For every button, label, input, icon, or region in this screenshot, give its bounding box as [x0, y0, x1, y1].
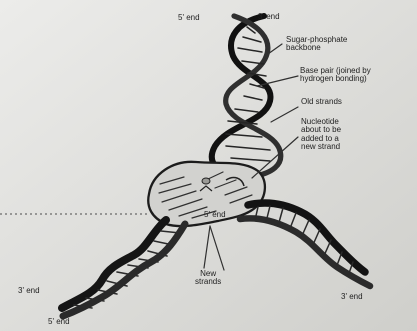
nucleotide-marker — [202, 178, 210, 184]
top-three-prime-label: 3' end — [258, 13, 280, 21]
nucleotide-label: Nucleotide about to be added to a new st… — [301, 118, 341, 152]
left-three-prime-label: 3' end — [18, 287, 40, 295]
base-pair-label-line-2: hydrogen bonding) — [300, 75, 371, 83]
right-three-prime-label: 3' end — [341, 293, 363, 301]
base-pair-label: Base pair (joined by hydrogen bonding) — [300, 67, 371, 84]
new-strands-label: New strands — [195, 270, 221, 287]
left-five-prime-label: 5' end — [48, 318, 70, 326]
new-strands-label-line-2: strands — [195, 278, 221, 286]
center-five-prime-label: 5' end — [204, 211, 226, 219]
top-five-prime-label: 5' end — [178, 14, 200, 22]
sugar-phosphate-label: Sugar-phosphate backbone — [286, 36, 347, 53]
sugar-phosphate-label-line-2: backbone — [286, 44, 347, 52]
old-strands-label: Old strands — [301, 98, 342, 106]
nucleotide-label-line-4: new strand — [301, 143, 341, 151]
